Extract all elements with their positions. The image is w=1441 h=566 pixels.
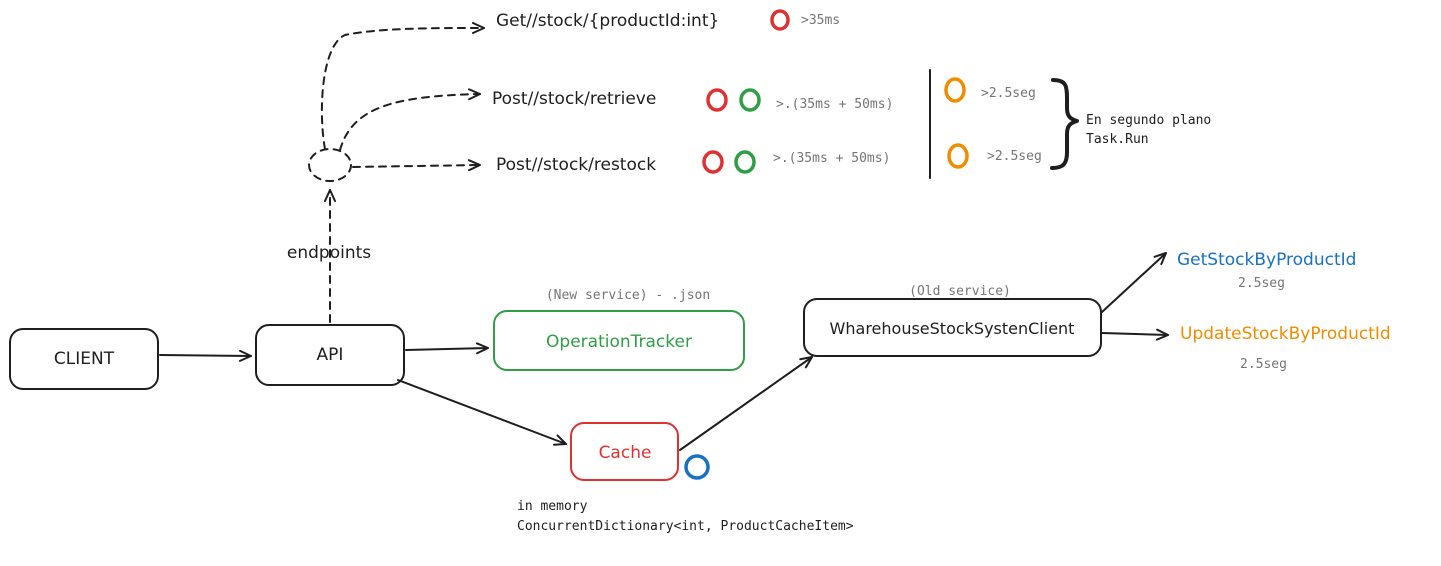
api-to-tracker-arrow [405,342,489,355]
api-to-cache-arrow [397,379,567,446]
status-circle-red-icon [702,150,724,174]
api-node [255,324,405,386]
background-note-line1: En segundo plano [1086,113,1211,128]
new-service-label: (New service) - .json [546,288,710,303]
status-circle-green-icon [734,150,756,174]
endpoint-junction [308,148,352,182]
endpoint-restock-route: Post//stock/restock [496,155,656,175]
status-circle-red-icon [770,9,790,31]
cache-note-line2: ConcurrentDictionary<int, ProductCacheIt… [517,519,854,534]
endpoints-label: endpoints [287,243,371,263]
api-label: API [317,345,344,365]
endpoint-get-timing: >35ms [801,13,840,28]
endpoint-retrieve-route: Post//stock/retrieve [492,89,656,109]
operation-get-timing: 2.5seg [1238,276,1285,291]
route-link-retrieve [339,88,481,151]
operation-update-timing: 2.5seg [1240,357,1287,372]
operation-get-name: GetStockByProductId [1177,250,1356,270]
old-service-label: (Old service) [909,284,1011,299]
status-circle-red-icon [706,88,728,112]
endpoint-retrieve-timing: >.(35ms + 50ms) [776,97,893,112]
endpoint-restock-timing: >.(35ms + 50ms) [773,151,890,166]
client-node [9,328,159,390]
status-circle-orange-icon [944,77,966,103]
operation-tracker-node [493,310,745,371]
route-link-get [320,22,485,150]
curly-brace-icon [1050,78,1079,170]
status-circle-green-icon [739,88,761,112]
warehouse-to-update-arrow [1101,328,1169,341]
operation-update-name: UpdateStockByProductId [1180,324,1391,344]
cache-label: Cache [599,443,652,463]
client-to-api-arrow [159,349,252,362]
background-retrieve-timing: >2.5seg [981,86,1036,101]
background-restock-timing: >2.5seg [987,149,1042,164]
warehouse-client-node [803,298,1102,357]
endpoint-get-route: Get//stock/{productId:int} [496,11,719,31]
background-note-line2: Task.Run [1086,132,1149,147]
status-circle-orange-icon [947,143,969,169]
cache-node [570,422,679,481]
status-circle-blue-icon [684,454,710,480]
operation-tracker-label: OperationTracker [546,332,692,352]
warehouse-to-get-arrow [1101,252,1167,313]
client-label: CLIENT [54,349,115,369]
cache-note-line1: in memory [517,499,588,514]
route-link-restock [352,159,481,172]
warehouse-client-label: WharehouseStockSystenClient [830,319,1075,338]
cache-to-warehouse-arrow [679,356,813,451]
